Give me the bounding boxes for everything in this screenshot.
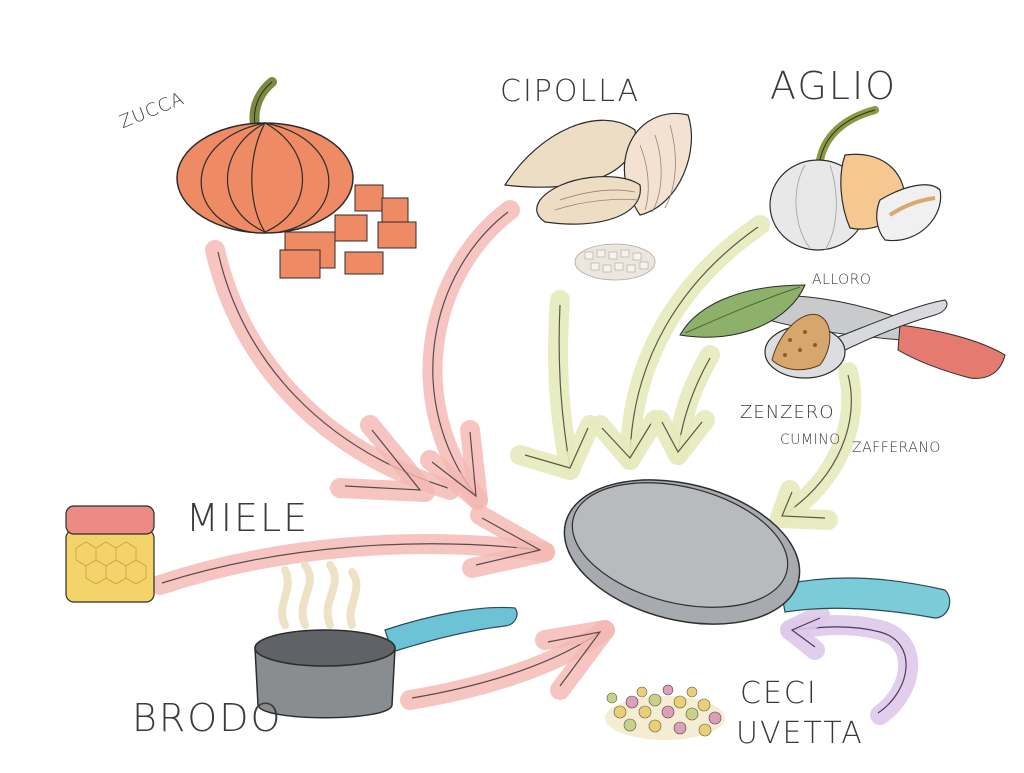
label-alloro: ALLORO <box>812 272 872 288</box>
label-uvetta: UVETTA <box>736 716 864 751</box>
pot-icon <box>254 606 518 719</box>
pumpkin-cubes-icon <box>279 184 417 279</box>
arrow-zafferano-to-pan <box>770 362 862 530</box>
label-miele: MIELE <box>186 496 310 540</box>
chopped-onion-icon <box>574 243 656 281</box>
chickpeas-raisins-icon <box>605 684 725 740</box>
arrow-alloro-to-pan <box>650 345 720 465</box>
pumpkin-icon <box>176 77 354 234</box>
pan-icon <box>563 479 951 625</box>
label-cipolla: CIPOLLA <box>500 74 641 109</box>
arrow-aglio-to-pan <box>510 215 770 480</box>
arrow-ceci-to-pan <box>780 605 919 725</box>
label-brodo: BRODO <box>132 696 283 740</box>
arrow-zucca-to-pan <box>205 240 460 502</box>
label-zenzero: ZENZERO <box>740 402 835 423</box>
label-ceci: CECI <box>740 676 818 711</box>
label-aglio: AGLIO <box>770 64 898 108</box>
spice-mound-icon <box>771 313 831 371</box>
label-zafferano: ZAFFERANO <box>852 440 941 456</box>
bay-leaf-icon <box>679 284 806 338</box>
onion-icon <box>503 113 692 225</box>
label-cumino: CUMINO <box>780 432 841 448</box>
arrow-cipolla-to-pan <box>420 200 520 510</box>
arrow-brodo-to-pan <box>400 620 615 710</box>
honey-jar-icon <box>65 505 155 603</box>
arrow-miele-to-pan <box>150 505 555 595</box>
steam-icon <box>278 561 361 629</box>
garlic-icon <box>769 106 942 251</box>
